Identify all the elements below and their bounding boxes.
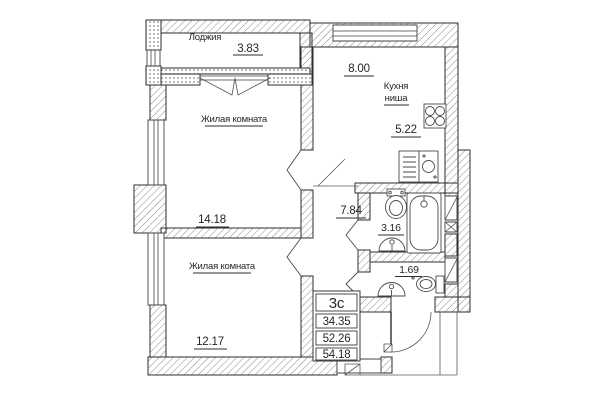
room-living1 [166,85,301,228]
stamp-cell-row2 [315,330,358,346]
kitchen-sink-icon [398,150,439,183]
stamp-row2-value: 52.26 [323,333,351,345]
stamp-cell-row3 [315,347,358,361]
living2-area-label: 12.17 [196,336,224,348]
entrance-door-frame [383,343,393,353]
entrance-door-icon [383,311,432,353]
openings [286,149,458,376]
vent-duct-icon [444,196,458,283]
stamp-row3-value: 54.18 [323,349,351,361]
window-glazing [150,30,417,305]
stove-icon [423,103,447,129]
balcony-casement-icon [199,77,271,96]
toilet-icon [411,275,445,294]
bathroom-area-label: 3.16 [381,222,401,234]
entrance-door-swing-arc [390,311,432,353]
bathtub-icon [406,192,442,254]
stamp-cell-row1 [315,313,358,329]
apartment-stamp: 3с 34.35 52.26 54.18 [312,290,361,362]
kitchen-name-label-line1: Кухня [384,81,408,92]
loggia-name-label: Лоджия [189,32,222,43]
wc-sink-icon [377,282,406,297]
kitchen-name-label-line2: ниша [385,93,409,104]
stamp-type-label: 3с [329,295,345,312]
room-living2 [166,238,301,357]
kitchen-area-label: 8.00 [348,63,370,75]
living1-area-label: 14.18 [198,214,226,226]
stamp-row1-value: 34.35 [323,316,351,328]
kitchen-niche-area-label: 5.22 [395,124,417,136]
wall-insulated [145,19,313,86]
fixtures [377,103,447,297]
thin-outline [313,158,458,376]
living2-name-label: Жилая комната [189,261,256,272]
hall-area-label: 7.84 [340,205,362,217]
washbasin-icon [385,188,407,219]
loggia-area-label: 3.83 [237,43,259,55]
door-opening-jambs [286,149,359,297]
wc-area-label: 1.69 [399,264,419,276]
room-labels: Лоджия 3.83 Жилая комната 14.18 Жилая ко… [189,32,422,350]
windows [146,24,458,374]
label-underlines [193,54,422,350]
stamp-cell-type [315,293,358,312]
bathroom-sink-icon [378,237,406,252]
living1-name-label: Жилая комната [201,114,268,125]
